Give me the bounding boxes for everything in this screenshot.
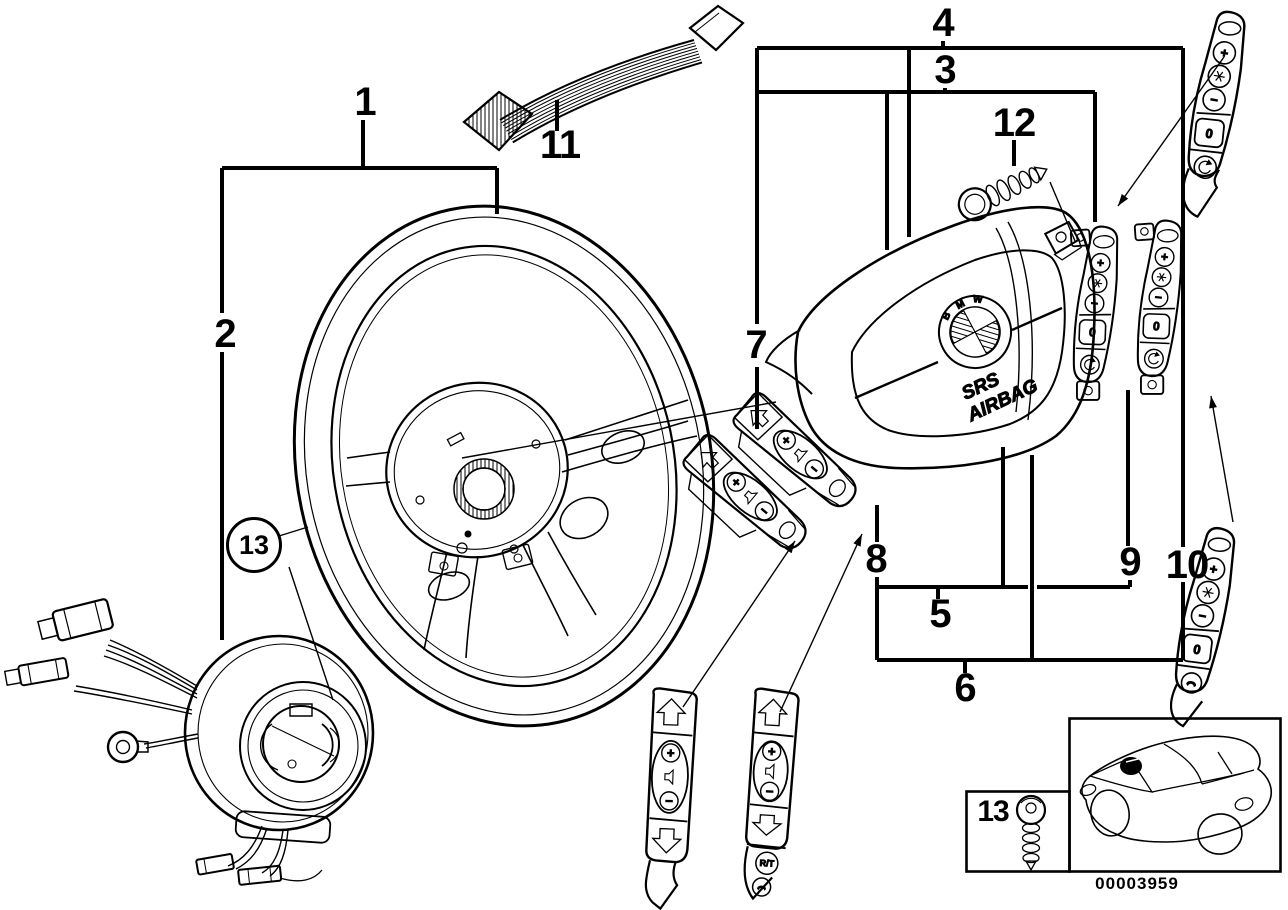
document-number: 00003959 (1095, 874, 1179, 893)
cruise-minus-glyph: − (1154, 290, 1162, 305)
callout-9: 9 (1119, 540, 1141, 584)
cruise-minus-glyph: − (1209, 92, 1219, 108)
cruise-minus-glyph: − (1090, 296, 1098, 311)
cruise-switch-9: + − 0 (1069, 225, 1119, 401)
ribbon-cable-drawing (462, 4, 745, 152)
cruise-plus-glyph: + (1208, 561, 1219, 577)
car-thumbnail (1079, 735, 1273, 855)
cruise-zero-glyph: 0 (1152, 319, 1160, 334)
screw-12-drawing (957, 166, 1048, 222)
callout-13-circled: 13 (226, 517, 282, 573)
rt-button-glyph: R/T (759, 858, 775, 869)
volume-plus-glyph: + (768, 744, 777, 759)
inset-screw-callout-13: 13 (977, 795, 1009, 828)
leader-arrowheads (785, 194, 1217, 554)
volume-minus-glyph: − (807, 461, 823, 478)
multifunction-switch-left-lower: + − (682, 433, 807, 550)
airbag-module-drawing: B M W SRS AIRBAG (764, 205, 1096, 470)
callout-1: 1 (354, 80, 376, 124)
bmw-logo-letter-b: B (940, 311, 953, 322)
cruise-switch-10: + − 0 (1133, 219, 1183, 395)
callout-6: 6 (954, 666, 976, 710)
spoke-switch-bottom-left: + − (644, 687, 698, 910)
volume-plus-glyph: + (667, 745, 676, 760)
volume-plus-glyph: + (729, 474, 745, 491)
cruise-switch-top-right: + − 0 (1181, 10, 1246, 219)
callout-2: 2 (214, 312, 236, 356)
callout-4: 4 (932, 1, 954, 45)
slip-ring-drawing (3, 598, 375, 886)
volume-minus-glyph: − (757, 503, 773, 520)
callout-5: 5 (929, 592, 951, 636)
volume-minus-glyph: − (765, 784, 774, 799)
cruise-plus-glyph: + (1219, 45, 1229, 61)
screw-13-drawing (1015, 794, 1047, 872)
callout-10: 10 (1165, 543, 1209, 587)
cruise-zero-glyph: 0 (1088, 325, 1096, 340)
callout-bracket-lines (220, 41, 1185, 673)
multifunction-switch-left-upper: + − (732, 391, 857, 508)
callout-7: 7 (745, 323, 767, 367)
steering-wheel-location-dot (1120, 757, 1142, 775)
cruise-zero-glyph: 0 (1192, 641, 1202, 657)
cruise-minus-glyph: − (1197, 608, 1208, 624)
inset-boxes (965, 717, 1282, 873)
callout-8: 8 (865, 537, 887, 581)
bmw-logo-letter-w: W (972, 294, 983, 306)
cruise-plus-glyph: + (1160, 250, 1168, 265)
steering-wheel-drawing (292, 204, 716, 728)
cruise-switch-bottom-right: + − 0 (1169, 526, 1236, 728)
volume-plus-glyph: + (779, 432, 795, 449)
callout-11: 11 (539, 123, 581, 167)
spoke-switch-bottom-right: + − R/T (743, 687, 800, 901)
callout-12: 12 (992, 101, 1036, 145)
thin-leader-lines (278, 56, 1234, 713)
cruise-plus-glyph: + (1096, 256, 1104, 271)
cruise-zero-glyph: 0 (1204, 125, 1214, 141)
volume-minus-glyph: − (665, 793, 674, 808)
callout-3: 3 (934, 48, 956, 92)
